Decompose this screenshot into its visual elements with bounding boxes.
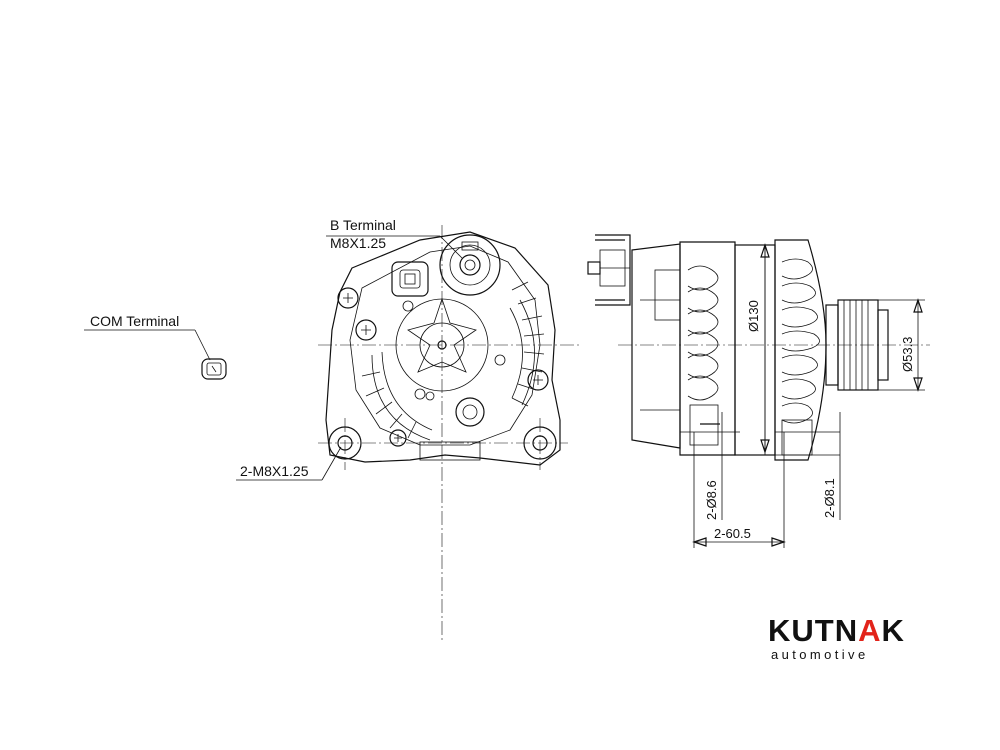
pulley xyxy=(825,299,889,391)
brand-name: KUTNAK xyxy=(768,614,908,648)
brand-name-part2: K xyxy=(881,613,905,648)
brand-name-accent: A xyxy=(858,613,882,648)
brand-logo: KUTNAK automotive xyxy=(768,614,908,662)
rear-housing-fins xyxy=(687,265,719,401)
hole-right-dim: 2-Ø8.1 xyxy=(822,478,837,518)
brand-tagline: automotive xyxy=(771,647,869,662)
b-terminal-post xyxy=(439,234,501,296)
regulator-connector xyxy=(391,261,429,297)
front-view xyxy=(236,225,580,640)
side-view xyxy=(587,234,930,548)
brand-name-part1: KUTN xyxy=(768,613,859,648)
housing-diameter-dim: Ø130 xyxy=(746,300,761,332)
side-terminal-bracket xyxy=(587,234,631,306)
front-vent-ribs xyxy=(361,281,545,439)
b-terminal-label: B Terminal xyxy=(330,217,396,233)
mount-thread-label: 2-M8X1.25 xyxy=(240,463,309,479)
front-housing-fins xyxy=(781,258,820,424)
pulley-diameter-dim: Ø53.3 xyxy=(900,337,915,372)
mounting-lugs xyxy=(318,418,568,470)
com-terminal-label: COM Terminal xyxy=(90,313,179,329)
hole-left-dim: 2-Ø8.6 xyxy=(704,480,719,520)
mount-spacing-dim: 2-60.5 xyxy=(714,526,751,541)
front-bolts xyxy=(337,287,549,447)
b-terminal-thread-label: M8X1.25 xyxy=(330,235,386,251)
com-terminal-detail xyxy=(84,329,227,380)
